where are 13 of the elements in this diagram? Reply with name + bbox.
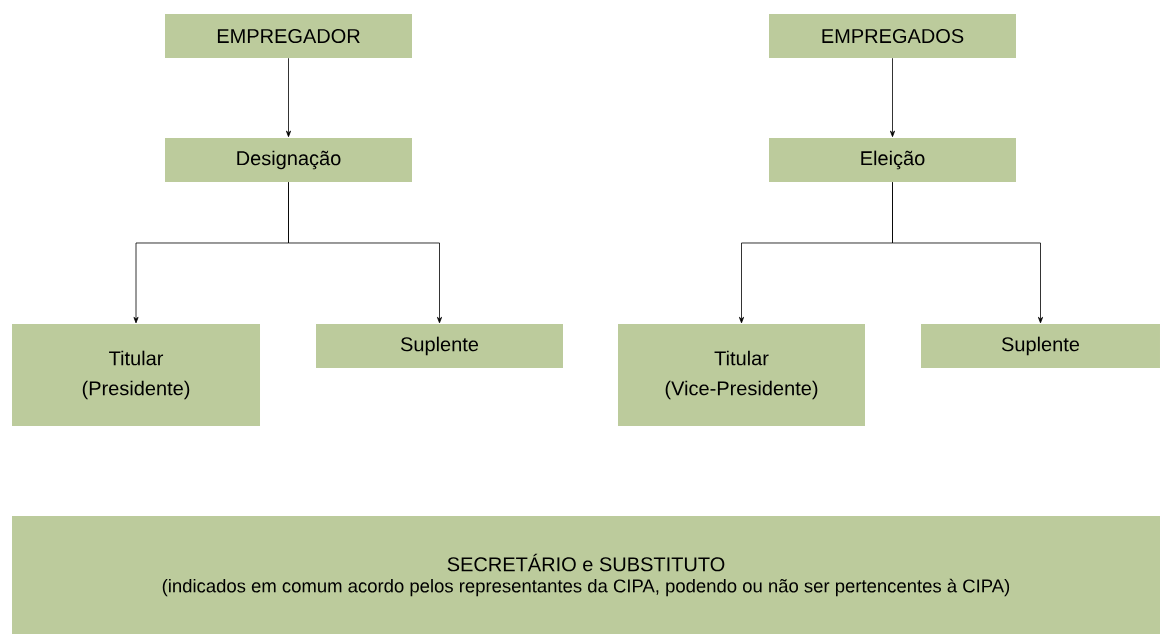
process-box: Suplente — [921, 324, 1160, 368]
arrow — [890, 57, 895, 138]
process-box: EMPREGADOR — [165, 14, 412, 58]
arrow — [286, 57, 291, 138]
arrow — [288, 181, 442, 324]
process-box: Eleição — [769, 138, 1016, 182]
note-box: SECRETÁRIO e SUBSTITUTO (indicados em comum acordo pelos representantes da CIPA, podendo ou não ser pertencentes à CIPA) — [12, 516, 1160, 634]
process-box: Designação — [165, 138, 412, 182]
arrow — [892, 181, 1043, 324]
process-box: Titular (Presidente) — [12, 324, 260, 426]
process-box: Suplente — [316, 324, 563, 368]
process-box: Titular (Vice-Presidente) — [618, 324, 865, 426]
process-box: EMPREGADOS — [769, 14, 1016, 58]
